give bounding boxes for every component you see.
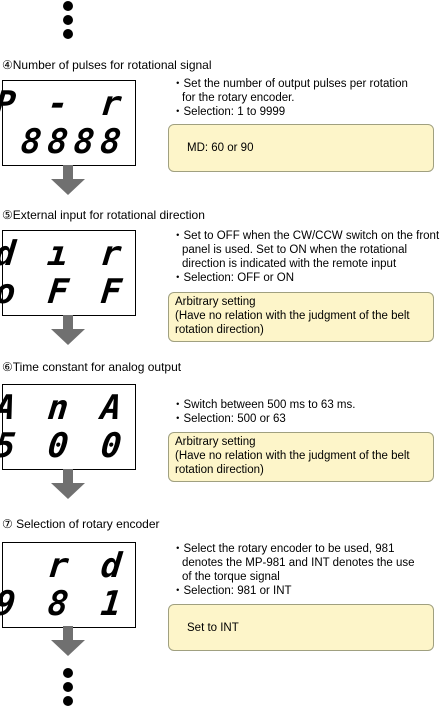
note-line: MD: 60 or 90: [187, 142, 254, 154]
description-line: ・Set to OFF when the CW/CCW switch on th…: [172, 230, 440, 242]
lcd-display: r d 9 8 1: [0, 542, 136, 628]
section-description: ・Switch between 500 ms to 63 ms. ・Select…: [172, 398, 355, 426]
description-line: direction is indicated with the remote i…: [182, 258, 397, 270]
ellipsis-dot: [63, 29, 73, 39]
setting-note: MD: 60 or 90: [168, 124, 434, 172]
ellipsis-dot: [63, 696, 73, 706]
lcd-line-bottom: o F F: [0, 272, 130, 312]
note-line: rotation direction): [175, 324, 264, 336]
note-line: Arbitrary setting: [175, 436, 256, 448]
lcd-line-top: E d ı r: [0, 234, 130, 274]
note-line: (Have no relation with the judgment of t…: [175, 450, 410, 462]
lcd-line-top: P - r: [0, 84, 130, 124]
description-line: ・Selection: 1 to 9999: [172, 106, 286, 118]
lcd-display: P - r 8888: [0, 80, 136, 166]
section-description: ・Set the number of output pulses per rot…: [172, 77, 408, 119]
section-title: ⑦ Selection of rotary encoder: [2, 517, 160, 531]
down-arrow-icon: [51, 165, 85, 195]
note-line: (Have no relation with the judgment of t…: [175, 310, 410, 322]
description-line: of the torque signal: [182, 571, 280, 583]
section-description: ・Select the rotary encoder to be used, 9…: [172, 542, 415, 598]
description-line: ・Selection: 500 or 63: [172, 413, 286, 425]
down-arrow-icon: [51, 315, 85, 345]
lcd-line-top: A n A: [0, 388, 130, 428]
description-line: ・Selection: 981 or INT: [172, 585, 292, 597]
setting-note: Arbitrary setting (Have no relation with…: [168, 432, 434, 482]
ellipsis-dot: [63, 682, 73, 692]
description-line: denotes the MP-981 and INT denotes the u…: [182, 557, 415, 569]
lcd-display: E d ı r o F F: [0, 230, 136, 316]
description-line: ・Select the rotary encoder to be used, 9…: [172, 543, 395, 555]
lcd-line-bottom: 9 8 1: [0, 584, 130, 624]
note-line: rotation direction): [175, 464, 264, 476]
setting-note: Set to INT: [168, 604, 434, 651]
description-line: ・Selection: OFF or ON: [172, 272, 295, 284]
section-title: ⑥Time constant for analog output: [2, 360, 182, 374]
ellipsis-dot: [63, 1, 73, 11]
lcd-line-top: r d: [45, 546, 130, 586]
lcd-display: A n A 5 0 0: [0, 384, 136, 470]
down-arrow-icon: [51, 626, 85, 656]
ellipsis-dot: [63, 668, 73, 678]
ellipsis-dot: [63, 15, 73, 25]
lcd-line-bottom: 5 0 0: [0, 426, 130, 466]
description-line: for the rotary encoder.: [182, 92, 295, 104]
section-title: ④Number of pulses for rotational signal: [2, 58, 212, 72]
description-line: ・Switch between 500 ms to 63 ms.: [172, 399, 356, 411]
section-description: ・Set to OFF when the CW/CCW switch on th…: [172, 229, 439, 285]
section-title: ⑤External input for rotational direction: [2, 208, 205, 222]
note-line: Arbitrary setting: [175, 296, 256, 308]
lcd-line-bottom: 8888: [19, 122, 130, 162]
setting-note: Arbitrary setting (Have no relation with…: [168, 292, 434, 342]
description-line: ・Set the number of output pulses per rot…: [172, 78, 408, 90]
note-line: Set to INT: [187, 622, 239, 634]
description-line: panel is used. Set to ON when the rotati…: [182, 244, 408, 256]
down-arrow-icon: [51, 469, 85, 499]
